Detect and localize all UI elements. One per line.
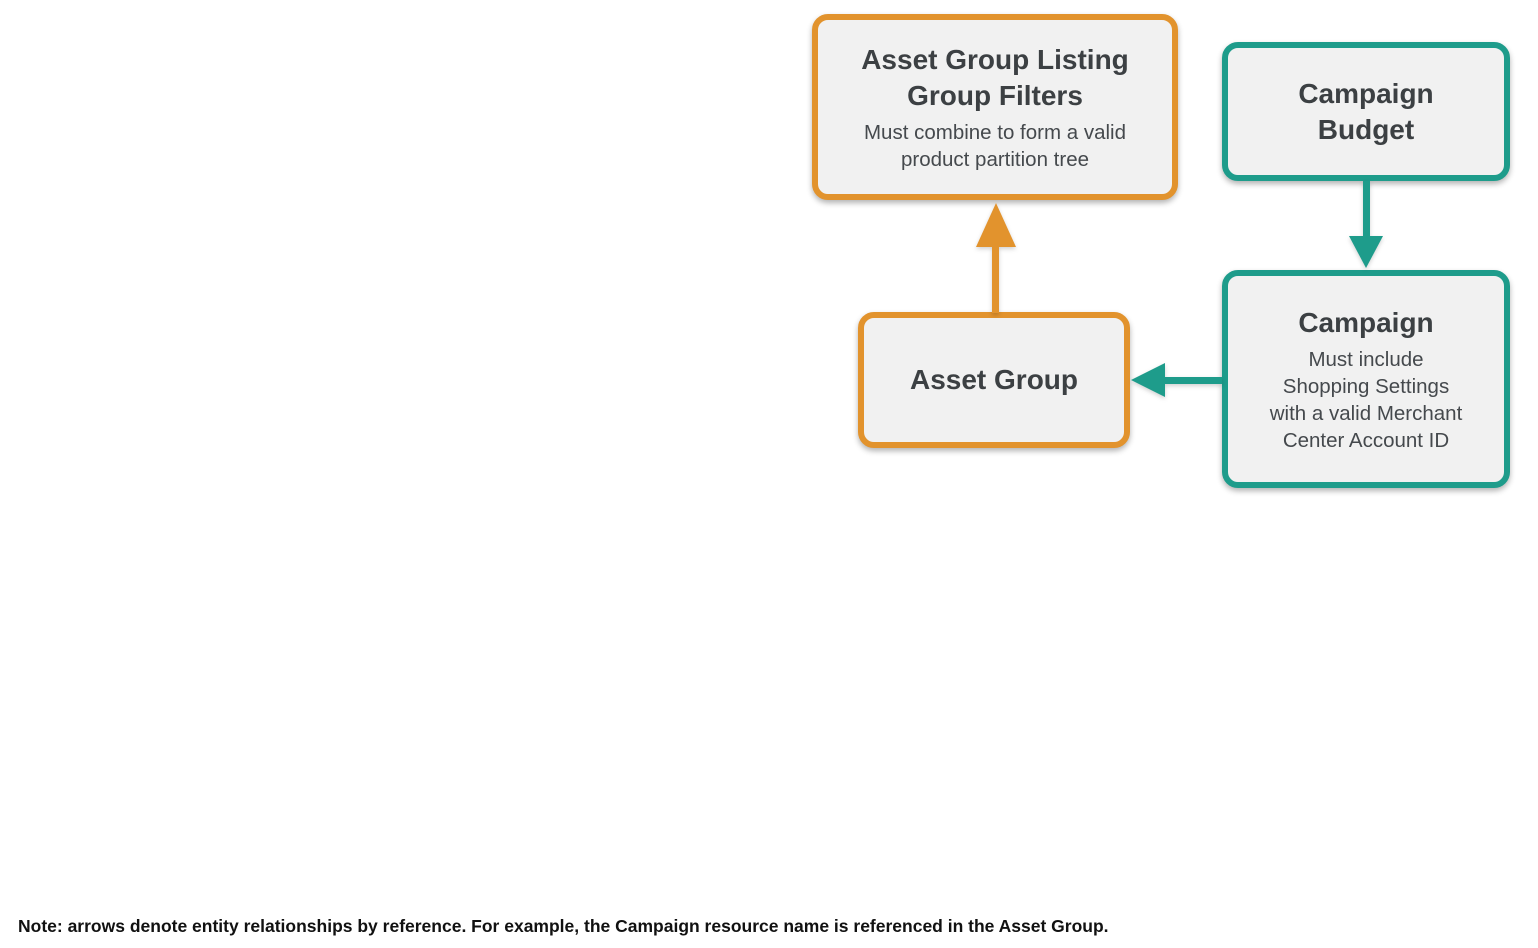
node-title: Asset Group Listing Group Filters (861, 43, 1129, 111)
node-title: Campaign Budget (1298, 77, 1434, 145)
arrow-shaft (1363, 181, 1370, 239)
node-subtitle: Must include Shopping Settings with a va… (1269, 347, 1463, 452)
node-subtitle: Must combine to form a valid product par… (863, 120, 1127, 171)
arrow-shaft (1162, 377, 1222, 384)
node-campaign: Campaign Must include Shopping Settings … (1222, 270, 1510, 488)
arrow-head-up-icon (976, 203, 1016, 247)
arrow-head-down-icon (1349, 236, 1383, 268)
node-asset-group: Asset Group (858, 312, 1130, 448)
node-asset-group-listing-group-filters: Asset Group Listing Group Filters Must c… (812, 14, 1178, 200)
footnote: Note: arrows denote entity relationships… (18, 916, 1109, 936)
node-title: Asset Group (909, 364, 1079, 395)
node-campaign-budget: Campaign Budget (1222, 42, 1510, 181)
node-title: Campaign (1298, 306, 1434, 338)
arrow-head-left-icon (1131, 363, 1165, 397)
arrow-shaft (992, 243, 999, 313)
